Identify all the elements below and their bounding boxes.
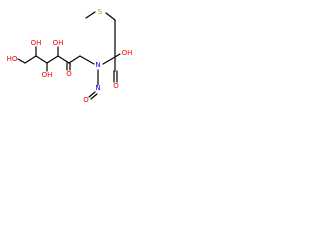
atom-o-nitroso: O	[83, 96, 89, 104]
bond-c5-c6	[24, 55, 37, 64]
bonds	[17, 11, 121, 100]
bond-c6-ho	[17, 58, 26, 64]
bond-c3-c4	[46, 55, 59, 64]
atom-n-amine: N	[95, 61, 100, 69]
atom-ho-c6: HO	[7, 55, 18, 63]
bond-alpha-n	[102, 56, 116, 65]
atom-o-ketone: O	[66, 70, 72, 78]
atom-oh-acid: OH	[122, 49, 133, 57]
bond-ketone-c3	[57, 55, 70, 64]
bond-n-ch2	[79, 55, 95, 65]
bond-s-ch2	[105, 12, 116, 21]
atom-o-acid: O	[113, 82, 119, 90]
atom-oh-c5: OH	[31, 39, 42, 47]
atom-s: S	[98, 8, 103, 16]
bond-c4-c5	[35, 55, 48, 64]
bond-carboxyl-oh	[114, 53, 121, 58]
atom-oh-c3: OH	[53, 39, 64, 47]
bond-methyl-s	[85, 11, 96, 19]
structural-formula: S OH O N N O O OH OH OH HO	[7, 8, 133, 104]
bond-n-o-1	[88, 91, 96, 98]
atom-labels: S OH O N N O O OH OH OH HO	[7, 8, 133, 104]
atom-n-nitroso: N	[95, 84, 100, 92]
atom-oh-c4: OH	[42, 71, 53, 79]
bond-ch2-ketone	[68, 55, 81, 64]
bond-n-o-2	[90, 93, 98, 100]
